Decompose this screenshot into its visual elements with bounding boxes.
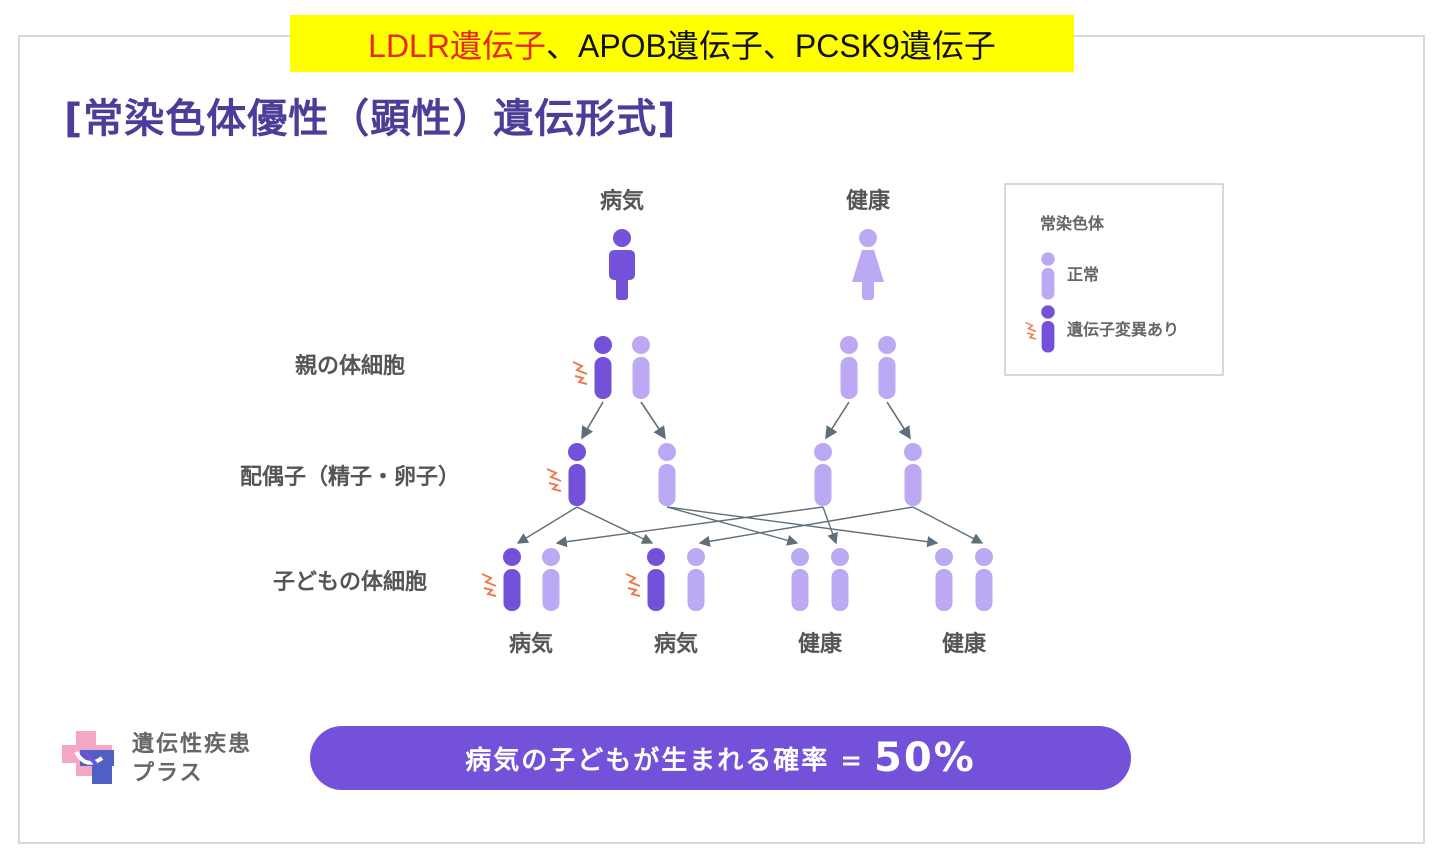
row-label-parent-cells: 親の体細胞	[295, 353, 405, 379]
probability-label: 病気の子どもが生まれる確率 =	[465, 745, 865, 776]
chromosome-normal	[878, 336, 896, 399]
mutation-icon	[481, 573, 497, 597]
diagram-frame	[18, 35, 1425, 844]
legend: 常染色体 正常 遺伝子変異あり	[1004, 183, 1224, 376]
child-outcome-4: 健康	[942, 631, 987, 657]
parent-label-healthy: 健康	[846, 188, 891, 214]
logo-icon	[62, 731, 114, 784]
mutation-icon	[625, 573, 641, 597]
child-chromosome-normal	[975, 548, 993, 611]
parent-label-affected: 病気	[600, 188, 644, 214]
legend-variant-label: 遺伝子変異あり	[1067, 320, 1179, 339]
chromosome-normal	[632, 336, 650, 399]
fertilization-arrows	[516, 506, 984, 548]
chromosome-variant	[594, 336, 612, 399]
legend-normal-icon	[1041, 252, 1055, 300]
male-icon	[609, 229, 635, 300]
child-outcome-2: 病気	[654, 631, 698, 657]
gamete-variant	[568, 443, 586, 506]
gamete-normal	[658, 443, 676, 506]
legend-variant-icon	[1041, 305, 1055, 353]
logo-line-1: 遺伝性疾患	[132, 732, 253, 757]
legend-title: 常染色体	[1040, 214, 1105, 233]
row-label-gametes: 配偶子（精子・卵子）	[240, 464, 460, 490]
child-chromosome-normal	[935, 548, 953, 611]
child-chromosome-normal	[687, 548, 705, 611]
probability-banner: 病気の子どもが生まれる確率 = 50%	[310, 726, 1131, 790]
logo-text: 遺伝性疾患 プラス	[132, 730, 252, 788]
legend-normal-label: 正常	[1067, 265, 1099, 284]
probability-value: 50%	[874, 735, 976, 781]
mutation-icon	[572, 361, 588, 385]
female-icon	[852, 229, 884, 300]
logo-line-2: プラス	[132, 761, 204, 786]
mutation-icon	[546, 468, 562, 492]
child-outcome-1: 病気	[509, 631, 553, 657]
chromosome-normal	[840, 336, 858, 399]
banner-highlight: LDLR遺伝子	[368, 27, 546, 64]
row-label-child-cells: 子どもの体細胞	[273, 569, 427, 595]
gamete-normal	[904, 443, 922, 506]
child-chromosome-variant	[647, 548, 665, 611]
banner-rest: 、APOB遺伝子、PCSK9遺伝子	[545, 27, 996, 64]
child-chromosome-variant	[503, 548, 521, 611]
child-chromosome-normal	[791, 548, 809, 611]
child-chromosome-normal	[831, 548, 849, 611]
meiosis-arrows	[581, 401, 911, 440]
gene-banner: LDLR遺伝子、APOB遺伝子、PCSK9遺伝子	[290, 15, 1074, 72]
page-title: [常染色体優性（顕性）遺伝形式]	[64, 96, 677, 142]
child-chromosome-normal	[542, 548, 560, 611]
child-outcome-3: 健康	[798, 631, 843, 657]
gamete-normal	[814, 443, 832, 506]
